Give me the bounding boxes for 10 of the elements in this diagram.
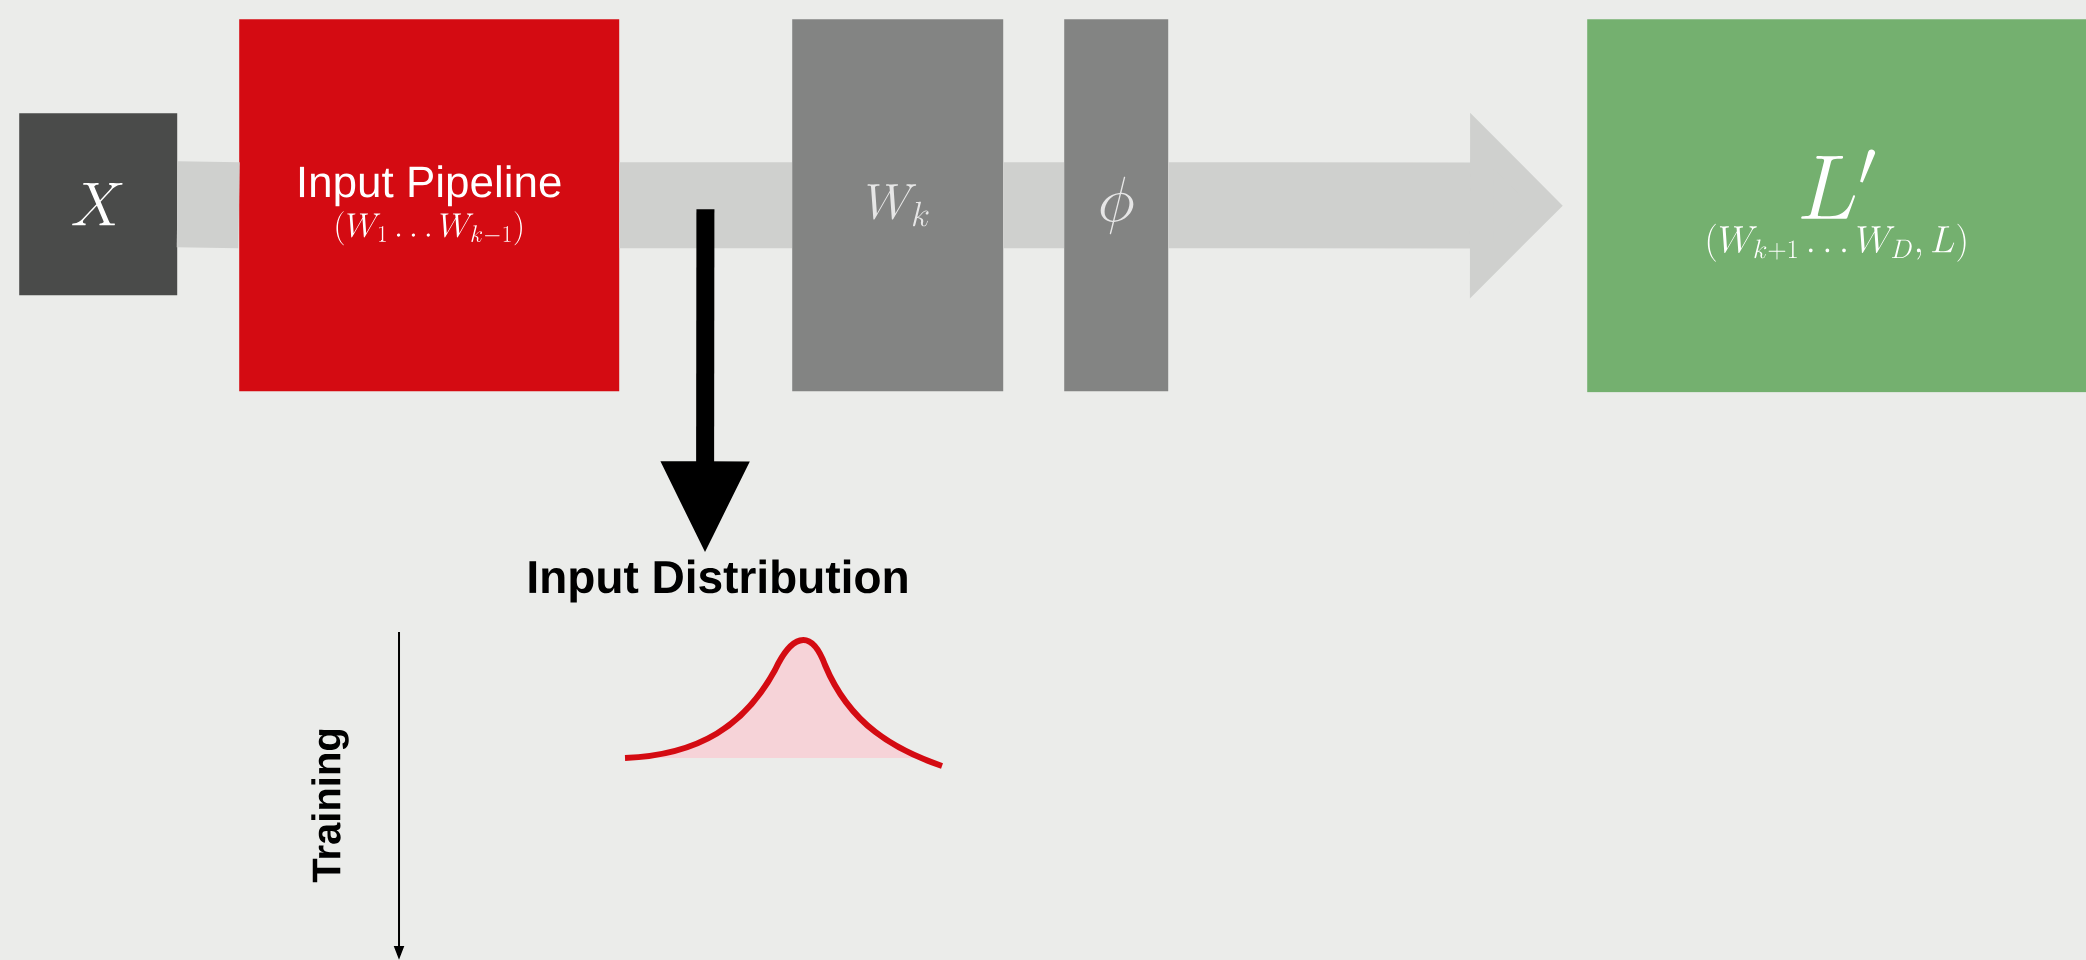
loss-box: $L'$ $(W_{k+1} \ldots W_D, L)$ <box>1587 19 2086 393</box>
band-segment <box>176 161 240 249</box>
axis-label: Training <box>311 729 349 883</box>
input-box: $X$ <box>19 113 178 296</box>
activation-box: $\phi$ <box>1064 19 1169 392</box>
heading-text: Input Distribution <box>529 559 907 603</box>
band-segment <box>1003 162 1064 249</box>
pipeline-box: Input Pipeline $(W_1 \ldots W_{k-1})$ <box>239 19 620 392</box>
band-segment <box>619 162 792 249</box>
weight-box: $W_k$ <box>792 19 1004 392</box>
